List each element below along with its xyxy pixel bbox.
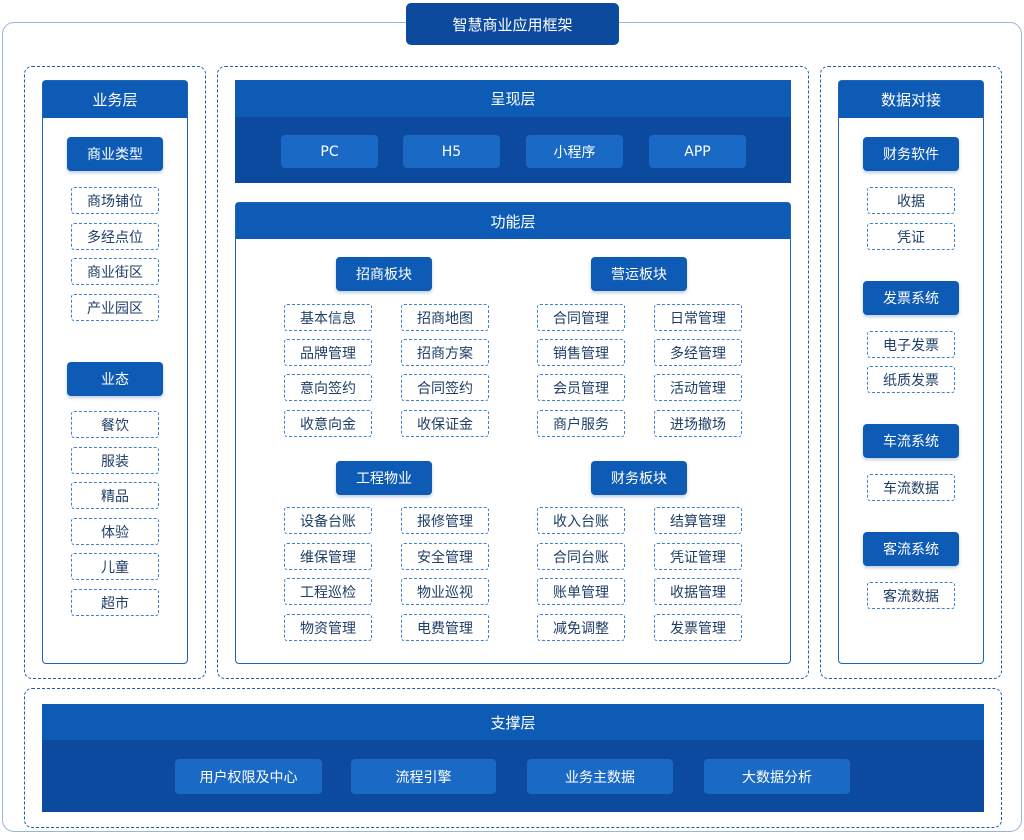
presentation-app: APP	[649, 135, 746, 168]
business-layer-frame	[24, 66, 206, 679]
item-settlement-management: 结算管理	[654, 507, 742, 534]
item-daily-management: 日常管理	[654, 304, 742, 331]
item-traffic-data: 车流数据	[867, 474, 955, 501]
item-maintenance-management: 维保管理	[284, 543, 372, 570]
support-master-data: 业务主数据	[527, 759, 673, 794]
item-voucher: 凭证	[867, 223, 955, 250]
group-traffic-system: 车流系统	[863, 424, 959, 458]
presentation-layer-header: 呈现层	[235, 80, 791, 117]
item-mall-shop: 商场铺位	[71, 187, 159, 214]
item-supermarket: 超市	[71, 589, 159, 616]
item-electricity-management: 电费管理	[401, 614, 489, 641]
group-invoice-system: 发票系统	[863, 281, 959, 315]
module-operations: 营运板块	[591, 257, 687, 291]
item-activity-management: 活动管理	[654, 374, 742, 401]
item-property-patrol: 物业巡视	[401, 578, 489, 605]
module-engineering: 工程物业	[336, 461, 432, 495]
item-reduction-adjustment: 减免调整	[537, 614, 625, 641]
item-intent-deposit: 收意向金	[284, 410, 372, 437]
item-member-management: 会员管理	[537, 374, 625, 401]
item-repair-management: 报修管理	[401, 507, 489, 534]
data-integration-frame	[820, 66, 1002, 679]
item-e-invoice: 电子发票	[867, 331, 955, 358]
item-contract-management: 合同管理	[537, 304, 625, 331]
item-dining: 餐饮	[71, 411, 159, 438]
support-workflow-engine: 流程引擎	[351, 759, 496, 794]
diagram-title: 智慧商业应用框架	[406, 3, 619, 45]
business-layer-header: 业务层	[43, 81, 187, 118]
support-layer-header: 支撑层	[42, 704, 984, 740]
center-layer-frame	[217, 66, 809, 679]
module-investment: 招商板块	[336, 257, 432, 291]
item-brand-management: 品牌管理	[284, 339, 372, 366]
item-investment-plan: 招商方案	[401, 339, 489, 366]
data-integration-panel: 数据对接	[838, 80, 984, 664]
item-bill-management: 账单管理	[537, 578, 625, 605]
item-commercial-street: 商业街区	[71, 258, 159, 285]
item-multi-management: 多经管理	[654, 339, 742, 366]
presentation-mini-program: 小程序	[526, 135, 623, 168]
item-clothing: 服装	[71, 447, 159, 474]
item-passenger-data: 客流数据	[867, 582, 955, 609]
group-business-format: 业态	[67, 362, 163, 396]
presentation-pc: PC	[281, 135, 378, 168]
item-boutique: 精品	[71, 482, 159, 509]
data-integration-header: 数据对接	[839, 81, 983, 118]
item-materials-management: 物资管理	[284, 614, 372, 641]
item-income-ledger: 收入台账	[537, 507, 625, 534]
module-finance: 财务板块	[591, 461, 687, 495]
item-paper-invoice: 纸质发票	[867, 366, 955, 393]
function-layer-header: 功能层	[236, 203, 790, 239]
item-security-deposit: 收保证金	[401, 410, 489, 437]
group-commercial-type: 商业类型	[67, 137, 163, 171]
group-passenger-system: 客流系统	[863, 532, 959, 566]
item-safety-management: 安全管理	[401, 543, 489, 570]
item-industrial-park: 产业园区	[71, 294, 159, 321]
item-receipt-management: 收据管理	[654, 578, 742, 605]
item-voucher-management: 凭证管理	[654, 543, 742, 570]
group-finance-software: 财务软件	[863, 137, 959, 171]
item-basic-info: 基本信息	[284, 304, 372, 331]
item-multi-point: 多经点位	[71, 223, 159, 250]
item-experience: 体验	[71, 518, 159, 545]
item-move-in-out: 进场撤场	[654, 410, 742, 437]
support-big-data-analysis: 大数据分析	[704, 759, 850, 794]
presentation-h5: H5	[403, 135, 500, 168]
item-receipt: 收据	[867, 187, 955, 214]
item-investment-map: 招商地图	[401, 304, 489, 331]
item-merchant-service: 商户服务	[537, 410, 625, 437]
item-sales-management: 销售管理	[537, 339, 625, 366]
item-invoice-management: 发票管理	[654, 614, 742, 641]
item-children: 儿童	[71, 553, 159, 580]
item-equipment-ledger: 设备台账	[284, 507, 372, 534]
item-contract-ledger: 合同台账	[537, 543, 625, 570]
support-layer-frame	[24, 688, 1002, 828]
item-intent-signing: 意向签约	[284, 374, 372, 401]
item-contract-signing: 合同签约	[401, 374, 489, 401]
support-user-permissions: 用户权限及中心	[175, 759, 322, 794]
item-engineering-inspection: 工程巡检	[284, 578, 372, 605]
